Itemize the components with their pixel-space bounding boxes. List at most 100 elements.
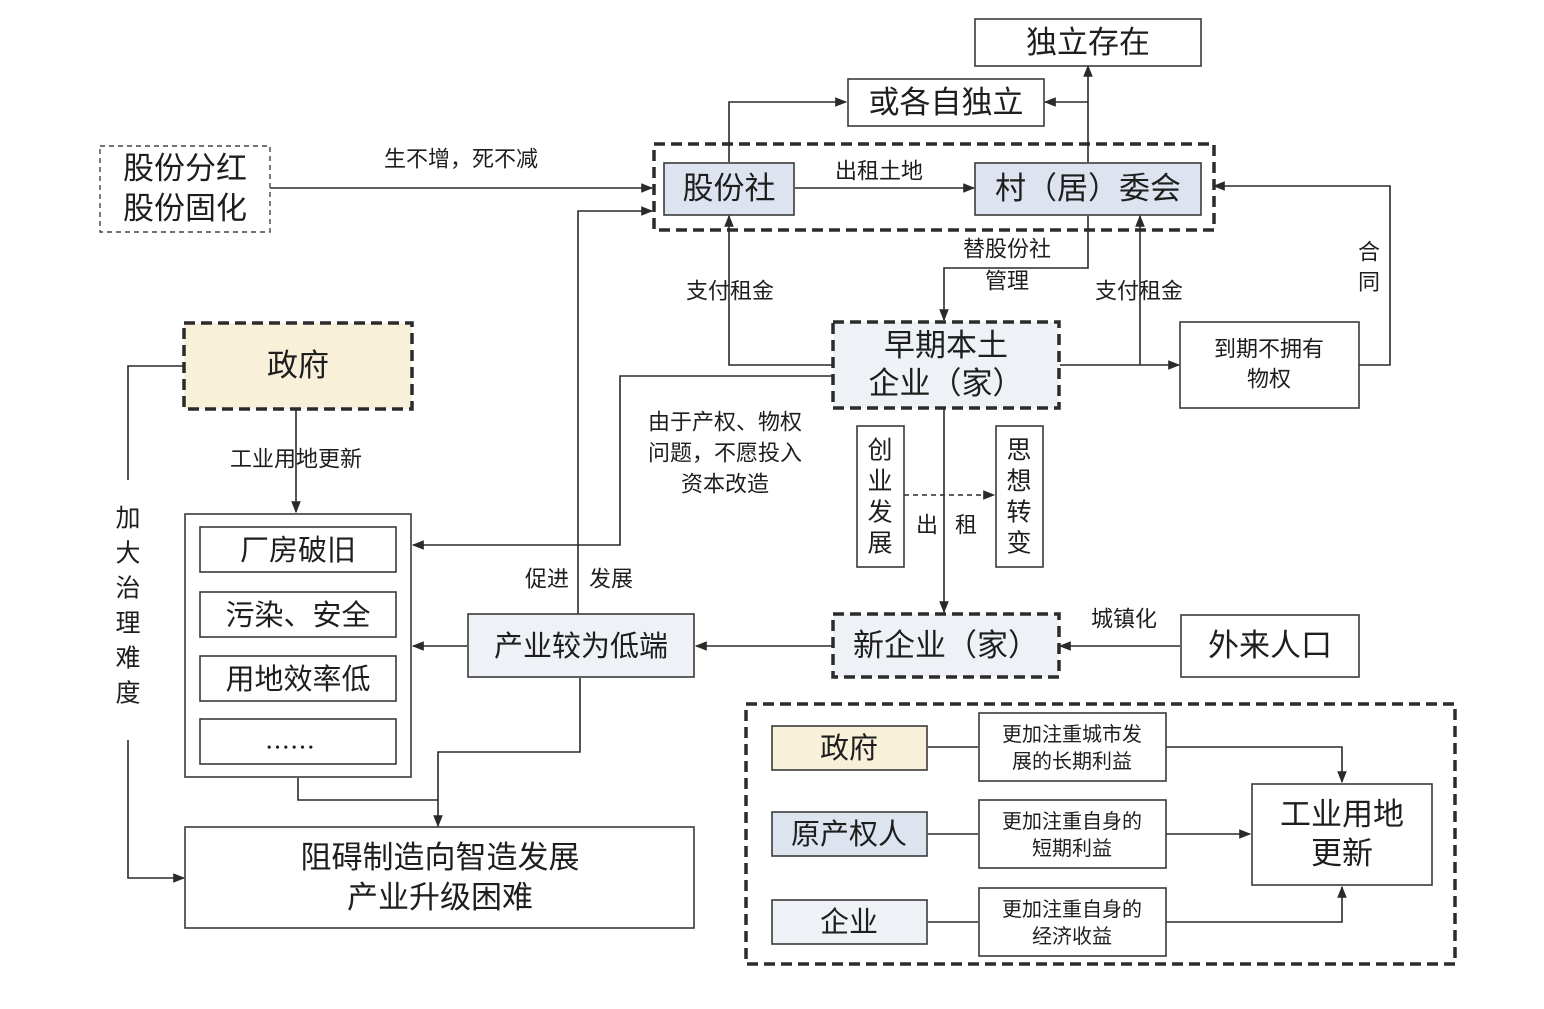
label-manage-line1: 替股份社 [963,238,1051,263]
legend-enterprise: 企业 [771,899,928,945]
legend-arrow-enterprise [1166,885,1347,923]
legend-enterprise-note-line1: 更加注重自身的 [1002,897,1142,921]
each-independent-text: 或各自独立 [869,85,1024,121]
legend-owner-note: 更加注重自身的 短期利益 [978,799,1167,869]
gov-difficulty-char-5: 难 [115,644,140,673]
legend-target-line2: 更新 [1311,836,1373,872]
independent-existence-text: 独立存在 [1026,25,1150,61]
label-governance-difficulty: 加 大 治 理 难 度 [115,504,140,708]
arrow-lowend-to-obstacle [433,678,581,828]
node-mindset-change: 思 想 转 变 [995,425,1044,568]
edge-labels: 生不增，死不减 出租土地 替股份社 管理 支付租金 支付租金 合 同 工业用地更… [115,148,1380,708]
legend-original-owner: 原产权人 [771,811,928,857]
node-problems: 厂房破旧 污染、安全 用地效率低 …… [184,513,412,778]
label-contract-char-1: 合 [1358,241,1380,266]
node-obstacle: 阻碍制造向智造发展 产业升级困难 [184,826,695,929]
village-committee-text: 村（居）委会 [995,171,1181,207]
label-manage-line2: 管理 [985,270,1029,295]
startup-char-4: 展 [867,529,892,558]
startup-char-2: 业 [867,467,892,496]
node-no-property: 到期不拥有 物权 [1179,321,1360,409]
label-no-invest-line1: 由于产权、物权 [648,411,802,436]
gov-difficulty-char-3: 治 [115,574,140,603]
arrow-problems-to-obstacle [297,778,438,801]
low-end-industry-text: 产业较为低端 [494,629,668,663]
label-contract-char-2: 同 [1358,271,1380,296]
early-enterprise-line1: 早期本土 [884,328,1008,364]
migrant-population-text: 外来人口 [1208,628,1332,664]
node-government: 政府 [182,321,414,411]
node-new-enterprise: 新企业（家） [831,612,1061,679]
label-urbanization: 城镇化 [1091,608,1157,633]
problem-item-1: 厂房破旧 [240,533,356,567]
gov-difficulty-char-6: 度 [115,679,140,708]
new-enterprise-text: 新企业（家） [853,628,1039,664]
label-lease-char-2: 租 [955,514,977,539]
arrow-contract-to-committee [1212,181,1391,366]
label-industrial-update: 工业用地更新 [230,448,362,473]
connectors [127,64,1391,923]
legend-enterprise-text: 企业 [820,905,878,939]
arrow-lowend-to-coop [577,206,654,614]
no-property-line2: 物权 [1247,368,1291,393]
obstacle-line1: 阻碍制造向智造发展 [301,840,580,876]
legend-government-note-line2: 展的长期利益 [1012,749,1132,773]
legend-enterprise-note-line2: 经济收益 [1032,924,1112,948]
label-pay-rent-left: 支付租金 [686,280,774,305]
startup-char-1: 创 [867,436,892,465]
arrow-committee-to-early [939,216,1089,322]
gov-difficulty-char-2: 大 [115,539,140,568]
dividend-line1: 股份分红 [123,151,247,187]
share-coop-text: 股份社 [683,171,776,207]
mindset-char-4: 变 [1006,529,1031,558]
group-coop-committee [652,142,1216,232]
legend-owner-note-line2: 短期利益 [1032,836,1112,860]
node-startup-dev: 创 业 发 展 [856,425,905,568]
label-no-change: 生不增，死不减 [384,148,538,173]
legend-government-note-line1: 更加注重城市发 [1002,722,1142,746]
legend-target-line1: 工业用地 [1280,797,1404,833]
node-early-enterprise: 早期本土 企业（家） [831,320,1061,410]
node-each-independent: 或各自独立 [847,78,1045,127]
mindset-char-2: 想 [1006,467,1031,496]
legend-owner-note-line1: 更加注重自身的 [1002,809,1142,833]
no-property-line1: 到期不拥有 [1214,338,1324,363]
arrow-gov-difficulty-to-obstacle [127,740,186,883]
legend-government-note: 更加注重城市发 展的长期利益 [978,712,1167,782]
problem-item-3: 用地效率低 [225,662,370,696]
problem-item-2: 污染、安全 [225,598,370,632]
legend-arrow-gov [1166,746,1347,784]
label-lease-char-1: 出 [916,514,938,539]
node-village-committee: 村（居）委会 [974,162,1202,216]
label-no-invest-line3: 资本改造 [681,473,769,498]
label-pay-rent-right: 支付租金 [1095,280,1183,305]
label-lease-land: 出租土地 [835,160,923,185]
node-independent-existence: 独立存在 [974,18,1202,67]
node-low-end-industry: 产业较为低端 [467,613,695,678]
legend-government-text: 政府 [820,731,878,765]
obstacle-line2: 产业升级困难 [347,880,533,916]
node-dividend: 股份分红 股份固化 [99,145,271,233]
legend-original-owner-text: 原产权人 [791,817,907,851]
mindset-char-1: 思 [1006,436,1031,465]
arrow-coop-to-each-independent [728,97,848,162]
legend-enterprise-note: 更加注重自身的 经济收益 [978,887,1167,957]
label-develop: 发展 [589,568,633,593]
gov-difficulty-char-4: 理 [115,609,140,638]
early-enterprise-line2: 企业（家） [869,366,1024,402]
label-no-invest-line2: 问题，不愿投入 [648,442,802,467]
government-text: 政府 [267,348,329,384]
arrow-early-to-problems [411,375,832,550]
mindset-char-3: 转 [1006,498,1031,527]
arrow-early-rent-to-coop [724,214,832,366]
legend-panel: 政府 更加注重城市发 展的长期利益 原产权人 更加注重自身的 短期利益 企业 更… [744,702,1457,966]
line-gov-difficulty-top [127,365,184,480]
node-migrant-population: 外来人口 [1180,614,1360,678]
label-promote: 促进 [525,568,569,593]
gov-difficulty-char-1: 加 [115,504,140,533]
dividend-line2: 股份固化 [123,191,247,227]
legend-target: 工业用地 更新 [1251,783,1433,886]
legend-government: 政府 [771,725,928,771]
node-share-coop: 股份社 [663,162,795,216]
